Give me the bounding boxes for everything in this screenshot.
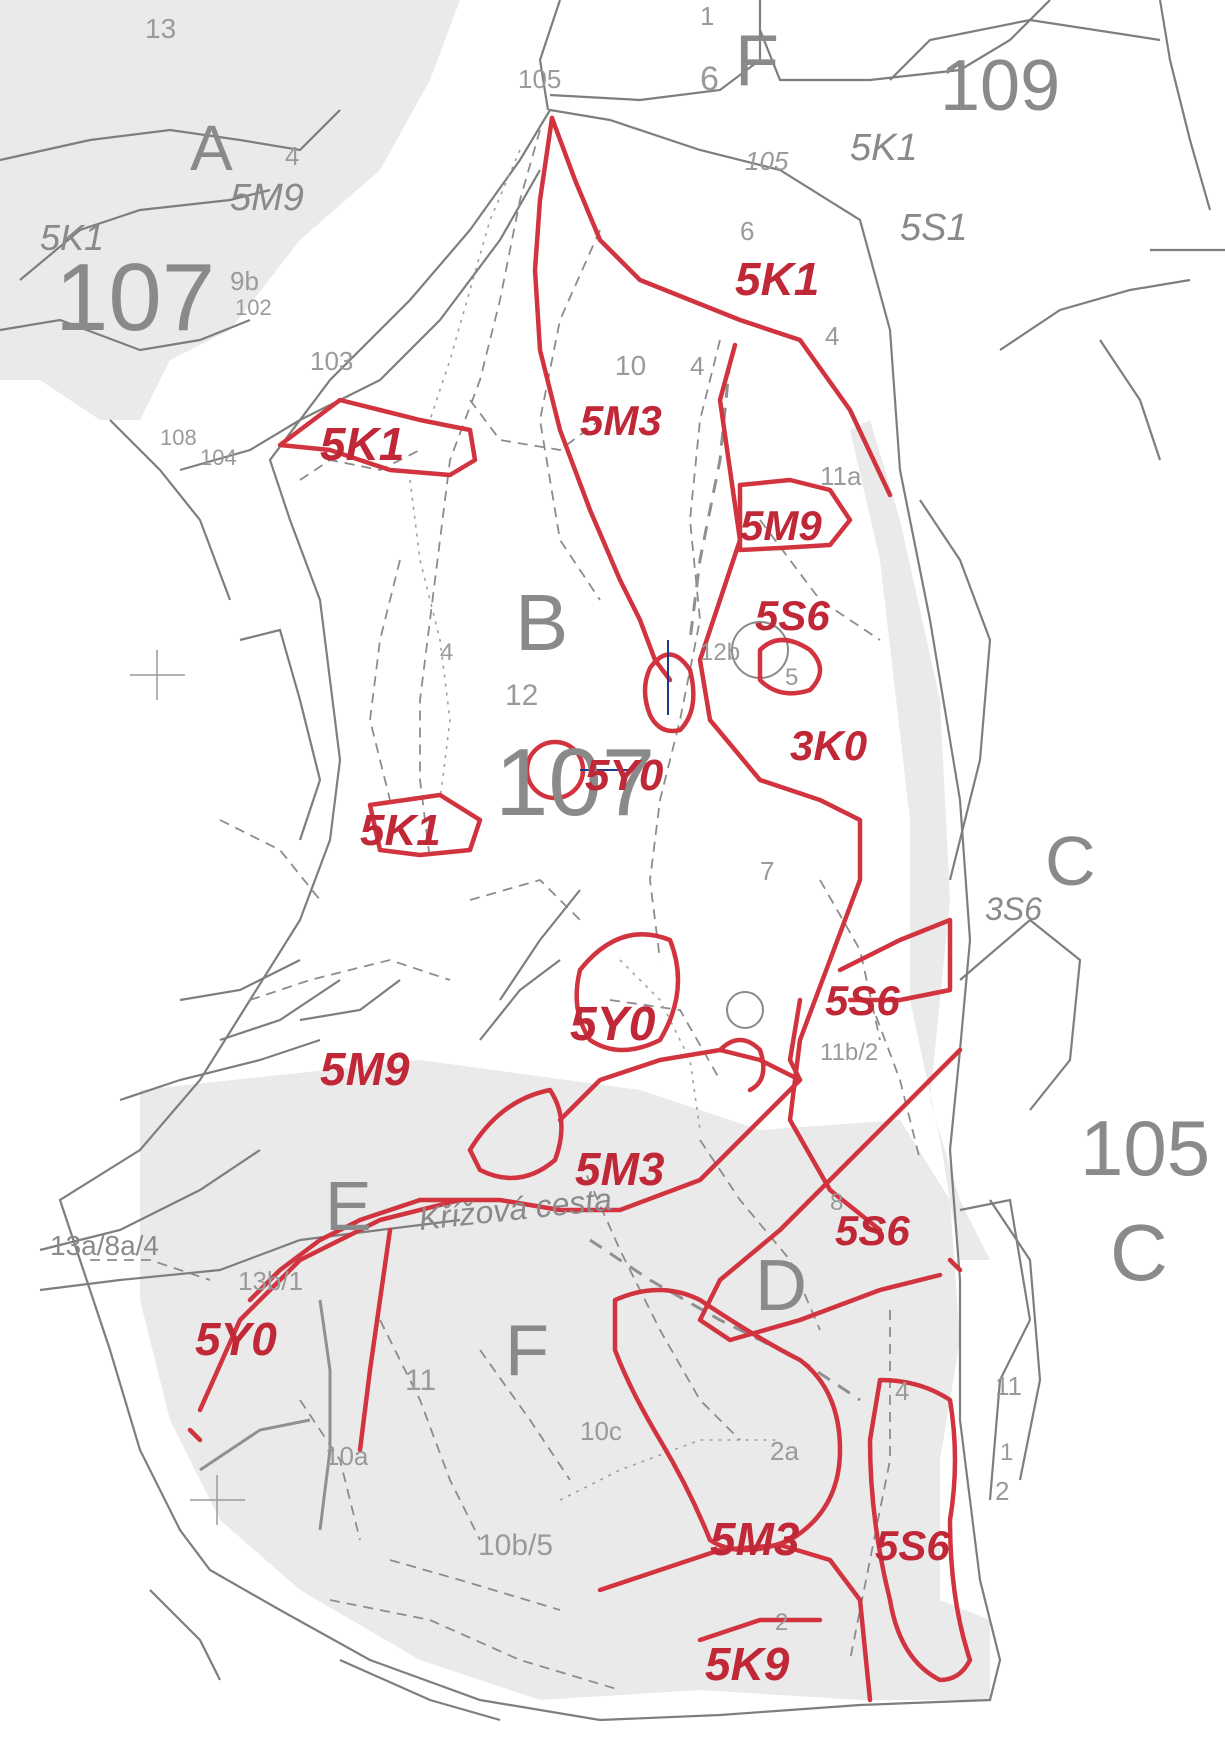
code-11: 11	[405, 1364, 436, 1397]
code-10b5: 10b/5	[478, 1529, 553, 1562]
stand-5s6-lower: 5S6	[835, 1207, 910, 1254]
stand-3k0: 3K0	[790, 722, 867, 769]
code-2a: 2a	[770, 1436, 799, 1466]
code-11a: 11a	[820, 461, 862, 491]
code-2: 2	[995, 1476, 1009, 1506]
letter-e: E	[325, 1167, 372, 1245]
letter-c: C	[1045, 822, 1096, 900]
stand-5m9-left: 5M9	[320, 1043, 410, 1095]
code-4d: 4	[440, 639, 453, 666]
code-4b: 4	[825, 321, 839, 351]
stand-5y0-left: 5Y0	[195, 1313, 277, 1365]
stand-5m3-mid: 5M3	[575, 1143, 665, 1195]
stand-5s6-bottom: 5S6	[875, 1522, 950, 1569]
letter-a: A	[190, 112, 233, 184]
stand-5m3-bottom: 5M3	[710, 1513, 800, 1565]
compartment-number-105: 105	[1080, 1104, 1210, 1192]
code-5k1-tr: 5K1	[850, 127, 918, 169]
code-6a: 6	[700, 60, 719, 98]
code-8: 8	[830, 1189, 843, 1216]
code-13b: 13b/1	[238, 1266, 303, 1296]
code-4e: 4	[895, 1376, 909, 1406]
code-10c: 10c	[580, 1416, 622, 1446]
code-1r: 1	[1000, 1439, 1013, 1466]
code-5m9: 5M9	[230, 177, 304, 219]
compartment-number-109: 109	[940, 46, 1060, 126]
stand-5k9: 5K9	[705, 1638, 790, 1690]
code-10: 10	[615, 350, 646, 381]
code-11b2: 11b/2	[820, 1039, 878, 1066]
code-5: 5	[785, 664, 798, 691]
letter-f-top: F	[735, 21, 779, 101]
stand-5k1-mid: 5K1	[360, 806, 441, 855]
code-7: 7	[760, 856, 774, 886]
code-13a8a4: 13a/8a/4	[50, 1230, 159, 1261]
stand-5y0-mid: 5Y0	[570, 998, 656, 1051]
code-4c: 4	[690, 351, 704, 381]
code-6b: 6	[740, 216, 754, 246]
code-108: 108	[160, 425, 197, 450]
letter-f: F	[505, 1311, 549, 1391]
code-4a: 4	[285, 141, 299, 171]
code-104: 104	[200, 445, 237, 470]
stand-5s6-right: 5S6	[825, 977, 900, 1024]
stand-5m3-top: 5M3	[580, 397, 662, 444]
code-103: 103	[310, 346, 353, 376]
code-12: 12	[505, 679, 538, 712]
code-9b: 9b	[230, 266, 259, 296]
letter-d: D	[755, 1246, 807, 1326]
compartment-number-107-center: 107	[495, 729, 655, 836]
code-105: 105	[518, 64, 561, 94]
compartment-number-107-top: 107	[55, 244, 215, 351]
letter-b: B	[515, 578, 568, 667]
code-3s6: 3S6	[985, 891, 1042, 927]
code-2b: 2	[775, 1609, 788, 1636]
base-map-labels: 107 107 105 109 A B C C D E F F 13 5M9 5…	[40, 1, 1210, 1636]
code-5k1-tl: 5K1	[40, 217, 104, 258]
code-102: 102	[235, 295, 272, 320]
code-10a: 10a	[325, 1441, 369, 1471]
code-12b: 12b	[700, 639, 740, 666]
stand-5k1-left: 5K1	[320, 418, 404, 470]
stand-boundaries	[187, 115, 973, 1703]
code-1: 1	[700, 1, 714, 31]
code-5s1: 5S1	[900, 207, 968, 249]
code-105b: 105	[745, 146, 789, 176]
stand-5k1-top: 5K1	[735, 253, 819, 305]
stand-labels: 5K1 5K1 5M3 5M9 5S6 3K0 5K1 5Y0 5Y0 5M9 …	[195, 253, 950, 1690]
letter-c-2: C	[1110, 1208, 1168, 1297]
code-13: 13	[145, 13, 176, 44]
stand-5m9-upper: 5M9	[740, 502, 822, 549]
code-11r: 11	[995, 1371, 1022, 1401]
stand-5y0-center: 5Y0	[585, 751, 664, 800]
stand-5s6-upper: 5S6	[755, 592, 830, 639]
